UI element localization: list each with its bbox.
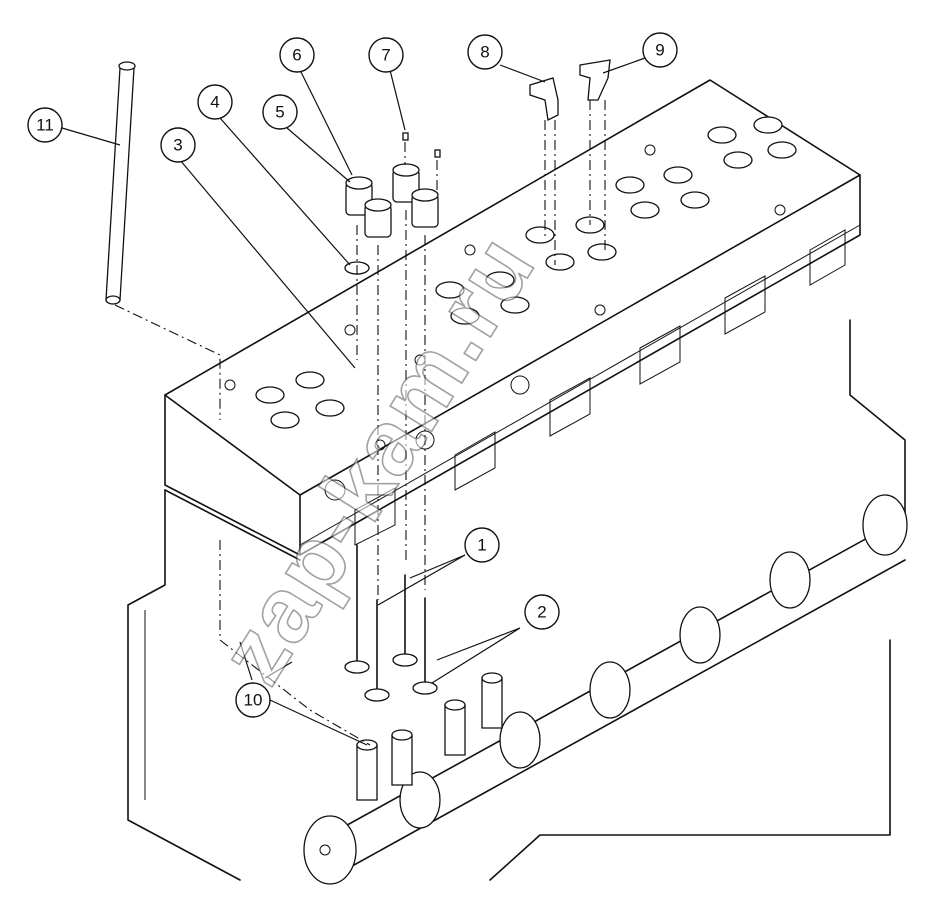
callout-11: 11 xyxy=(27,107,63,143)
callout-2: 2 xyxy=(524,594,560,630)
callout-label: 4 xyxy=(210,93,219,112)
leader-lines xyxy=(61,57,646,746)
camshaft xyxy=(303,494,908,885)
push-rod xyxy=(105,61,221,420)
callout-5: 5 xyxy=(262,94,298,130)
callout-label: 1 xyxy=(477,536,486,555)
cylinder-head xyxy=(164,79,861,556)
callout-4: 4 xyxy=(197,84,233,120)
callout-label: 9 xyxy=(655,41,664,60)
callout-3: 3 xyxy=(160,127,196,163)
valve-spring-set xyxy=(344,163,439,600)
callout-10: 10 xyxy=(235,682,271,718)
tappets xyxy=(356,672,503,801)
callout-label: 11 xyxy=(36,116,54,135)
callout-label: 5 xyxy=(275,103,284,122)
valves xyxy=(344,544,438,702)
engine-block xyxy=(127,319,906,881)
callout-label: 10 xyxy=(244,691,263,710)
callout-1: 1 xyxy=(464,527,500,563)
callout-7: 7 xyxy=(368,37,404,73)
callout-9: 9 xyxy=(642,32,678,68)
callout-label: 7 xyxy=(381,46,390,65)
callout-6: 6 xyxy=(279,37,315,73)
rocker-arms xyxy=(529,59,611,265)
valve-collets xyxy=(402,132,441,190)
tappet-centerline xyxy=(219,540,371,746)
callout-label: 2 xyxy=(537,603,546,622)
valve-springs-installed xyxy=(255,116,797,429)
callout-label: 3 xyxy=(173,136,182,155)
callout-8: 8 xyxy=(467,34,503,70)
callout-label: 8 xyxy=(480,43,489,62)
callout-label: 6 xyxy=(292,46,301,65)
